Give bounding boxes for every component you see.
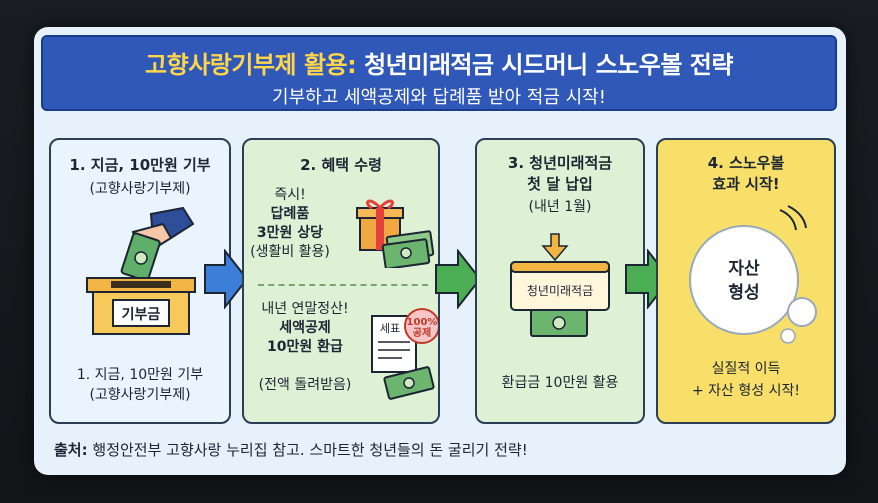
footer-prefix: 출처: xyxy=(54,441,88,459)
banknote-icon xyxy=(383,366,435,400)
step2-panel: 2. 혜택 수령 즉시! 답례품 3만원 상당 (생활비 활용) 내년 연말정산… xyxy=(242,138,440,424)
arrow-right-icon xyxy=(435,249,482,309)
divider xyxy=(258,284,428,286)
step2-heading: 2. 혜택 수령 xyxy=(300,156,382,174)
banknote-icon xyxy=(381,230,435,268)
gift-line-3: 3만원 상당 xyxy=(256,225,324,241)
step1-heading: 1. 지금, 10만원 기부 xyxy=(69,156,211,174)
savings-illustration: 청년미래적금 xyxy=(510,233,610,337)
snowball-icon: 자산 형성 xyxy=(689,205,817,344)
step3-subheading: (내년 1월) xyxy=(528,199,592,215)
infographic-card: 고향사랑기부제 활용: 청년미래적금 시드머니 스노우볼 전략 기부하고 세액공… xyxy=(34,27,846,475)
step1-subheading: (고향사랑기부제) xyxy=(89,181,191,197)
tax-benefit-text: 내년 연말정산! 세액공제 10만원 환급 xyxy=(244,300,366,357)
donation-box-icon: 기부금 xyxy=(86,277,196,335)
step4-caption-2: + 자산 형성 시작! xyxy=(692,383,800,399)
step4-heading-1: 4. 스노우볼 xyxy=(707,154,785,172)
discount-badge-icon: 100% 공제 xyxy=(404,308,438,344)
hand-coin-icon xyxy=(120,206,195,282)
step3-panel: 3. 청년미래적금 첫 달 납입 (내년 1월) 청년미래적금 환급금 10만원… xyxy=(475,138,645,424)
ball-line-1: 자산 xyxy=(728,259,760,279)
tax-line-4: (전액 돌려받음) xyxy=(258,377,352,393)
step4-panel: 4. 스노우볼 효과 시작! 자산 형성 실질적 이득 + 자산 형성 시작! xyxy=(656,138,836,424)
gift-line-1: 즉시! xyxy=(274,187,306,203)
donation-box-label: 기부금 xyxy=(122,307,161,323)
subtitle: 기부하고 세액공제와 답례품 받아 적금 시작! xyxy=(272,87,606,108)
savings-account-icon: 청년미래적금 xyxy=(510,261,610,311)
step1-caption-2: (고향사랑기부제) xyxy=(89,387,191,403)
gift-line-4: (생활비 활용) xyxy=(250,244,330,260)
snowball-illustration: 자산 형성 xyxy=(689,205,817,344)
arrow-right-icon xyxy=(204,249,249,309)
account-label: 청년미래적금 xyxy=(527,284,593,298)
banknote-icon xyxy=(530,309,588,337)
down-arrow-icon xyxy=(541,233,569,262)
gift-benefit-text: 즉시! 답례품 3만원 상당 (생활비 활용) xyxy=(244,186,336,262)
main-title: 고향사랑기부제 활용: 청년미래적금 시드머니 스노우볼 전략 xyxy=(43,45,835,80)
tax-illustration: 세표 100% 공제 xyxy=(371,308,438,400)
donation-illustration: 기부금 xyxy=(86,206,196,335)
tax-line-3: 10만원 환급 xyxy=(267,339,343,355)
step1-panel: 1. 지금, 10만원 기부 (고향사랑기부제) 기부금 1. 지금, 10만원… xyxy=(49,138,231,424)
footer-text: 행정안전부 고향사랑 누리집 참고. 스마트한 청년들의 돈 굴리기 전략! xyxy=(92,441,528,459)
gift-illustration xyxy=(356,199,435,268)
badge-line-1: 100% xyxy=(407,317,438,328)
step3-caption: 환급금 10만원 활용 xyxy=(501,375,619,391)
step3-heading-1: 3. 청년미래적금 xyxy=(507,154,613,172)
step4-caption-1: 실질적 이득 xyxy=(711,361,781,377)
badge-line-2: 공제 xyxy=(413,326,431,339)
source-footer: 출처: 행정안전부 고향사랑 누리집 참고. 스마트한 청년들의 돈 굴리기 전… xyxy=(54,439,528,460)
title-rest: 청년미래적금 시드머니 스노우볼 전략 xyxy=(364,51,733,79)
tax-doc-label: 세표 xyxy=(380,322,400,335)
step3-heading-2: 첫 달 납입 xyxy=(527,175,593,193)
ball-line-2: 형성 xyxy=(728,282,759,303)
gift-line-2: 답례품 xyxy=(270,206,310,222)
tax-line-1: 내년 연말정산! xyxy=(261,301,349,317)
step1-caption-1: 1. 지금, 10만원 기부 xyxy=(76,367,204,383)
step4-heading-2: 효과 시작! xyxy=(712,175,780,193)
tax-line-2: 세액공제 xyxy=(279,320,331,336)
title-highlight: 고향사랑기부제 활용: xyxy=(145,51,357,79)
title-banner: 고향사랑기부제 활용: 청년미래적금 시드머니 스노우볼 전략 기부하고 세액공… xyxy=(41,35,837,111)
